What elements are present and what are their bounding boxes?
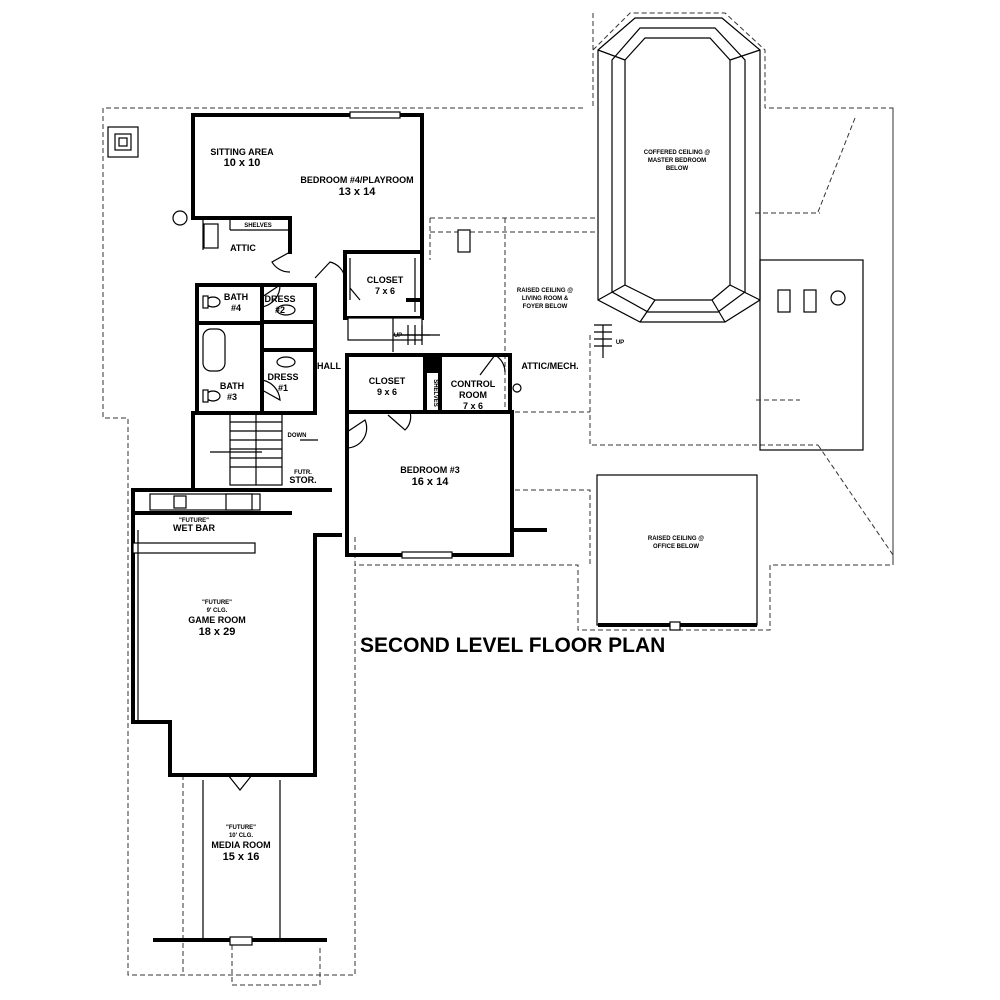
raised-office-note-2: OFFICE BELOW	[653, 544, 699, 550]
small-stair-2	[594, 324, 612, 358]
stor-name2: STOR.	[289, 475, 316, 485]
shelves-top-label: SHELVES	[244, 223, 272, 229]
closet2-size: 9 x 6	[377, 387, 397, 397]
room-labels: SITTING AREA 10 x 10 BEDROOM #4/PLAYROOM…	[173, 147, 710, 863]
game-note2: 9' CLG.	[207, 608, 228, 614]
bedroom3-size: 16 x 14	[412, 476, 450, 488]
raised-living-note-2: LIVING ROOM &	[522, 296, 569, 302]
bedroom3-name: BEDROOM #3	[400, 465, 460, 475]
sitting-area-name: SITTING AREA	[210, 147, 274, 157]
control-size: 7 x 6	[463, 401, 483, 411]
hall-label: HALL	[317, 361, 341, 371]
bath4-name: BATH	[224, 292, 248, 302]
closet1-size: 7 x 6	[375, 286, 395, 296]
raised-living-note-3: FOYER BELOW	[523, 304, 568, 310]
attic-mech-label: ATTIC/MECH.	[521, 361, 578, 371]
stor-name: FUTR.	[294, 470, 312, 476]
dress1-num: #1	[278, 383, 288, 393]
media-note2: 10' CLG.	[229, 833, 253, 839]
bath3-name: BATH	[220, 381, 244, 391]
up1-label: UP	[394, 333, 402, 339]
up2-label: UP	[616, 340, 624, 346]
media-note: "FUTURE"	[226, 825, 256, 831]
raised-living-note-1: RAISED CEILING @	[517, 288, 573, 294]
bath3-num: #3	[227, 392, 237, 402]
plan-title: SECOND LEVEL FLOOR PLAN	[360, 634, 665, 657]
attic-fixtures	[457, 229, 864, 451]
media-size: 15 x 16	[223, 851, 260, 863]
dress1-name: DRESS	[267, 372, 298, 382]
sitting-area-size: 10 x 10	[224, 157, 261, 169]
game-size: 18 x 29	[199, 626, 236, 638]
bedroom4-size: 13 x 14	[339, 186, 377, 198]
bedroom4-name: BEDROOM #4/PLAYROOM	[300, 175, 413, 185]
attic-label: ATTIC	[230, 243, 256, 253]
staircase	[210, 412, 318, 486]
down-label: DOWN	[288, 433, 307, 439]
coffered-note-2: MASTER BEDROOM	[648, 158, 706, 164]
media-name: MEDIA ROOM	[211, 840, 270, 850]
interior-details	[107, 111, 612, 946]
game-name: GAME ROOM	[188, 615, 246, 625]
shelves-mid-label: SHELVES	[432, 379, 438, 407]
bath4-num: #4	[231, 303, 241, 313]
closet1-name: CLOSET	[367, 275, 404, 285]
wetbar-name: WET BAR	[173, 523, 215, 533]
game-note: "FUTURE"	[202, 600, 232, 606]
raised-office-note-1: RAISED CEILING @	[648, 536, 704, 542]
coffered-note-1: COFFERED CEILING @	[644, 150, 711, 156]
coffered-note-3: BELOW	[666, 166, 689, 172]
roof-outline	[102, 12, 894, 986]
wetbar-note: "FUTURE"	[179, 518, 209, 524]
office-ceiling	[596, 474, 758, 631]
dress2-name: DRESS	[264, 294, 295, 304]
control-name2: ROOM	[459, 390, 487, 400]
closet2-name: CLOSET	[369, 376, 406, 386]
dress2-num: #2	[275, 305, 285, 315]
control-name: CONTROL	[451, 379, 496, 389]
small-stair-1	[400, 325, 440, 345]
